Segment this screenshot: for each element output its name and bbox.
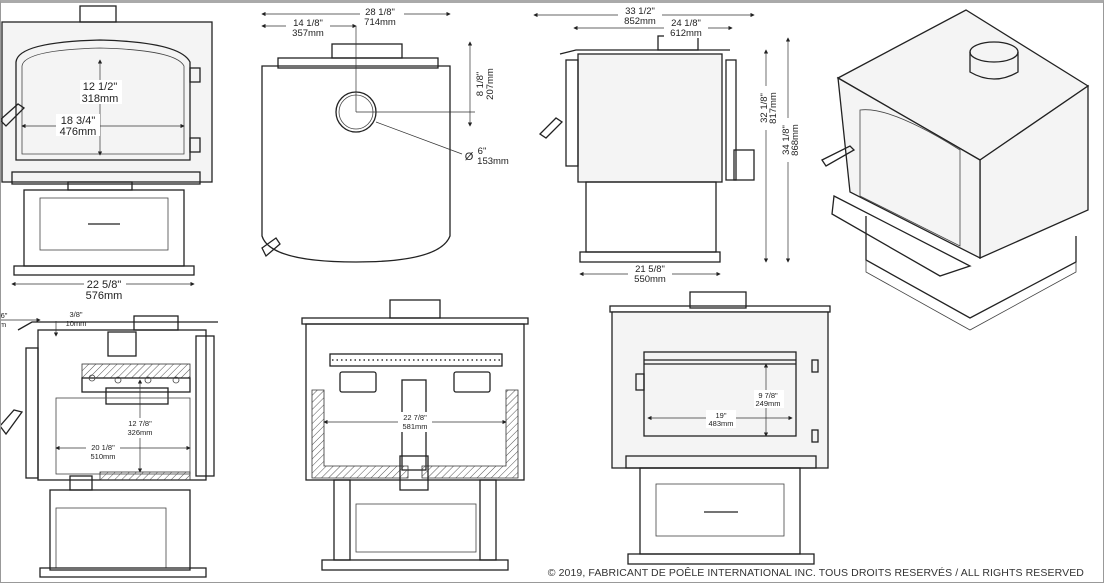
firebox-width-mm: 581mm [402, 422, 427, 431]
base-width-mm: 550mm [634, 274, 666, 285]
copyright-notice: © 2019, FABRICANT DE POÊLE INTERNATIONAL… [547, 567, 1084, 579]
front-section: 22 7/8" 581mm [301, 299, 529, 571]
flue-depth-in: 8 1/8" [475, 72, 486, 97]
glass-width-in: 19" [715, 411, 726, 420]
flue-depth-mm: 207mm [485, 68, 496, 100]
front-view: 12 1/2" 318mm 18 3/4" 476mm 22 5/8" 576m… [0, 5, 213, 302]
partial-dim-mm: m [0, 320, 6, 329]
front-width-mm: 576mm [86, 290, 123, 302]
isometric-view [821, 9, 1090, 331]
firebox-width-in: 22 7/8" [403, 413, 427, 422]
side-flue-mm: 612mm [670, 28, 702, 39]
front-width-in: 22 5/8" [87, 279, 122, 291]
glass-view: 9 7/8" 249mm 19" 483mm [609, 291, 831, 565]
door-height-in: 12 1/2" [83, 81, 118, 93]
side-section: 6" m 3/8" 10mm 12 7/8" 326mm 20 1/8" 510… [0, 310, 218, 578]
firebox-depth-in: 20 1/8" [91, 443, 115, 452]
glass-height-in: 9 7/8" [758, 391, 778, 400]
glass-width-mm: 483mm [708, 419, 733, 428]
base-width-in: 21 5/8" [635, 264, 665, 275]
flue-height-in: 32 1/8" [759, 93, 770, 123]
total-height-mm: 868mm [790, 124, 801, 156]
total-height-in: 34 1/8" [781, 125, 792, 155]
side-view: 33 1/2" 852mm 24 1/8" 612mm 32 1/8" 817m… [533, 6, 801, 285]
firebox-height-mm: 326mm [127, 428, 152, 437]
door-width-in: 18 3/4" [61, 115, 96, 127]
side-flue-in: 24 1/8" [671, 18, 701, 29]
firebox-depth-mm: 510mm [90, 452, 115, 461]
firebox-height-in: 12 7/8" [128, 419, 152, 428]
flue-diameter-symbol: Ø [465, 151, 474, 163]
side-depth-mm: 852mm [624, 16, 656, 27]
top-view: 28 1/8" 714mm 14 1/8" 357mm 8 1/8" 207mm… [261, 6, 509, 263]
top-width-mm: 714mm [364, 17, 396, 28]
door-height-mm: 318mm [82, 93, 119, 105]
top-width-in: 28 1/8" [365, 7, 395, 18]
flue-height-mm: 817mm [768, 92, 779, 124]
flue-diameter-in: 6" [478, 146, 487, 157]
flue-diameter-mm: 153mm [477, 156, 509, 167]
glass-height-mm: 249mm [755, 399, 780, 408]
flue-center-mm: 357mm [292, 28, 324, 39]
partial-dim-in: 6" [1, 311, 8, 320]
clearance-mm: 10mm [66, 319, 87, 328]
door-width-mm: 476mm [60, 126, 97, 138]
flue-center-in: 14 1/8" [293, 18, 323, 29]
side-depth-in: 33 1/2" [625, 6, 655, 17]
clearance-in: 3/8" [69, 310, 82, 319]
